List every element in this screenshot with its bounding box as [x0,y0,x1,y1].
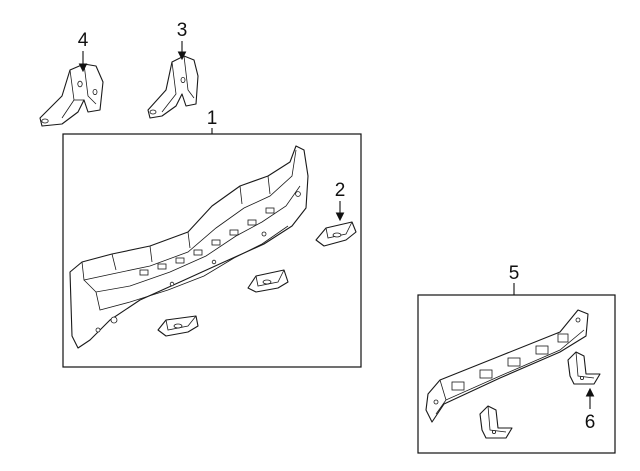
callout-3-number: 3 [177,20,188,41]
part-6-angle-bracket[interactable] [567,351,601,385]
part-5-reinforcement-rail[interactable] [425,309,589,423]
callout-6: 6 [585,387,596,433]
lower-bracket-center[interactable] [247,269,289,293]
part-3-bracket[interactable] [147,55,199,119]
lower-bracket-left[interactable] [157,315,199,337]
angle-bracket-lower[interactable] [479,405,513,439]
part-5-frame [417,294,616,454]
callout-3: 3 [177,20,188,61]
callout-4-number: 4 [78,30,89,51]
part-1-rear-body-panel[interactable] [69,145,309,349]
callout-1-number: 1 [207,108,218,129]
callout-5: 5 [509,263,520,295]
callout-2: 2 [335,180,346,222]
callout-2-number: 2 [335,180,346,201]
part-4-bracket[interactable] [39,63,104,127]
callout-6-number: 6 [585,412,596,433]
callout-5-number: 5 [509,263,520,284]
callout-4: 4 [78,30,89,73]
part-2-bracket[interactable] [315,221,357,247]
callout-1: 1 [207,108,218,134]
